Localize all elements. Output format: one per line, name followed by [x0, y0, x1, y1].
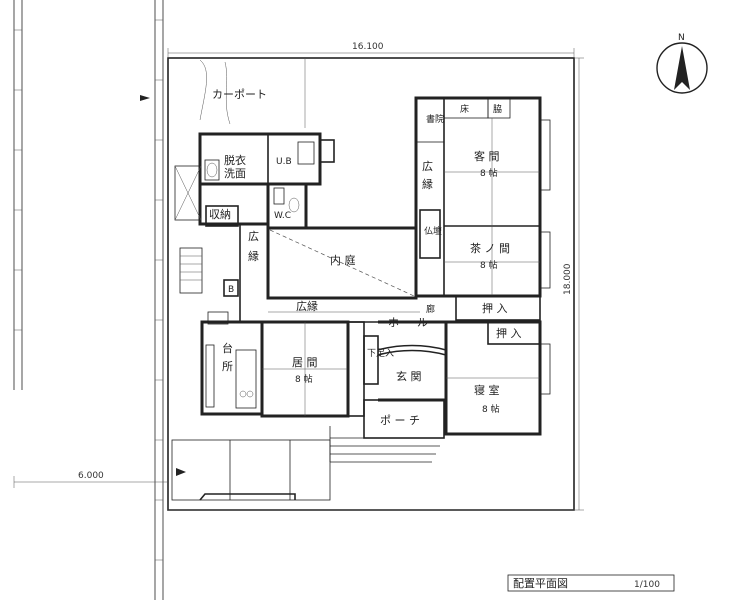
scale-text: 1/100: [634, 580, 660, 590]
dressing-label-1: 脱衣: [224, 153, 246, 167]
courtyard-label: 内 庭: [330, 253, 356, 267]
title-block: 配置平面図 1/100: [507, 574, 675, 592]
closets: 押 入 押 入: [455, 295, 541, 345]
dimension-left: 6.000: [13, 95, 186, 488]
living-room: 居 間 8 帖 下足入: [260, 320, 394, 418]
engawa-a-char-2: 縁: [248, 249, 259, 263]
courtyard: 内 庭: [266, 226, 418, 300]
dim-top-width: 16.100: [352, 42, 384, 52]
dimension-top: 16.100: [167, 42, 575, 58]
wakidoko-label: 脇: [493, 104, 502, 115]
west-engawa: 広 縁: [239, 224, 269, 322]
closet-a-label: 押 入: [482, 301, 508, 315]
engawa-c-label: 広縁: [296, 299, 318, 313]
entrance-label: 玄 関: [396, 369, 422, 383]
living-label-1: 居 間: [292, 356, 318, 369]
south-structure: [171, 439, 331, 501]
kitchen-label-2: 所: [222, 360, 233, 373]
bed-label-2: 8 帖: [482, 403, 500, 415]
east-wing: 書院 床 脇 客 間 8 帖 広 縁 仏壇 茶 ノ 間 8 帖: [414, 96, 551, 298]
kitchen-label-1: 台: [222, 341, 233, 355]
study-label: 書院: [426, 113, 444, 125]
north-label: N: [678, 33, 685, 43]
tea-label-1: 茶 ノ 間: [470, 242, 510, 255]
tea-label-2: 8 帖: [480, 259, 498, 271]
ub-label: U.B: [276, 157, 292, 167]
left-boundary: [13, 0, 164, 600]
closet-b-label: 押 入: [496, 326, 522, 340]
b-label: B: [228, 285, 234, 295]
north-arrow-icon: N: [656, 33, 708, 94]
engawa-b-char-1: 広: [422, 160, 433, 173]
engawa-b-char-2: 縁: [422, 177, 433, 191]
storage-label: 収納: [209, 208, 231, 221]
title-text: 配置平面図: [513, 577, 568, 590]
bedroom: 寝 室 8 帖: [444, 320, 551, 436]
carport-label: カーポート: [212, 88, 267, 101]
wc-label: W.C: [274, 211, 291, 221]
hall-label: ホ ー ル: [388, 316, 428, 329]
carport: カーポート: [199, 58, 306, 128]
guest-label-1: 客 間: [474, 149, 500, 163]
tokonoma-label: 床: [460, 103, 469, 115]
shoes-label: 下足入: [367, 348, 394, 359]
butsudan-label: 仏壇: [424, 225, 442, 237]
dimension-right: 18.000: [563, 57, 584, 511]
site-boundary: [167, 57, 575, 511]
guest-label-2: 8 帖: [480, 167, 498, 179]
porch-label: ポ ー チ: [380, 414, 420, 427]
engawa-a-char-1: 広: [248, 230, 259, 243]
living-label-2: 8 帖: [295, 373, 313, 385]
dim-left-offset: 6.000: [78, 471, 104, 481]
dressing-label-2: 洗面: [224, 167, 246, 180]
west-wing: 脱衣 洗面 U.B W.C 収納 B 台 所: [174, 132, 335, 416]
bed-label-1: 寝 室: [474, 383, 500, 397]
corridor-label-1: 廊: [426, 303, 435, 315]
dim-right-depth: 18.000: [563, 263, 573, 295]
